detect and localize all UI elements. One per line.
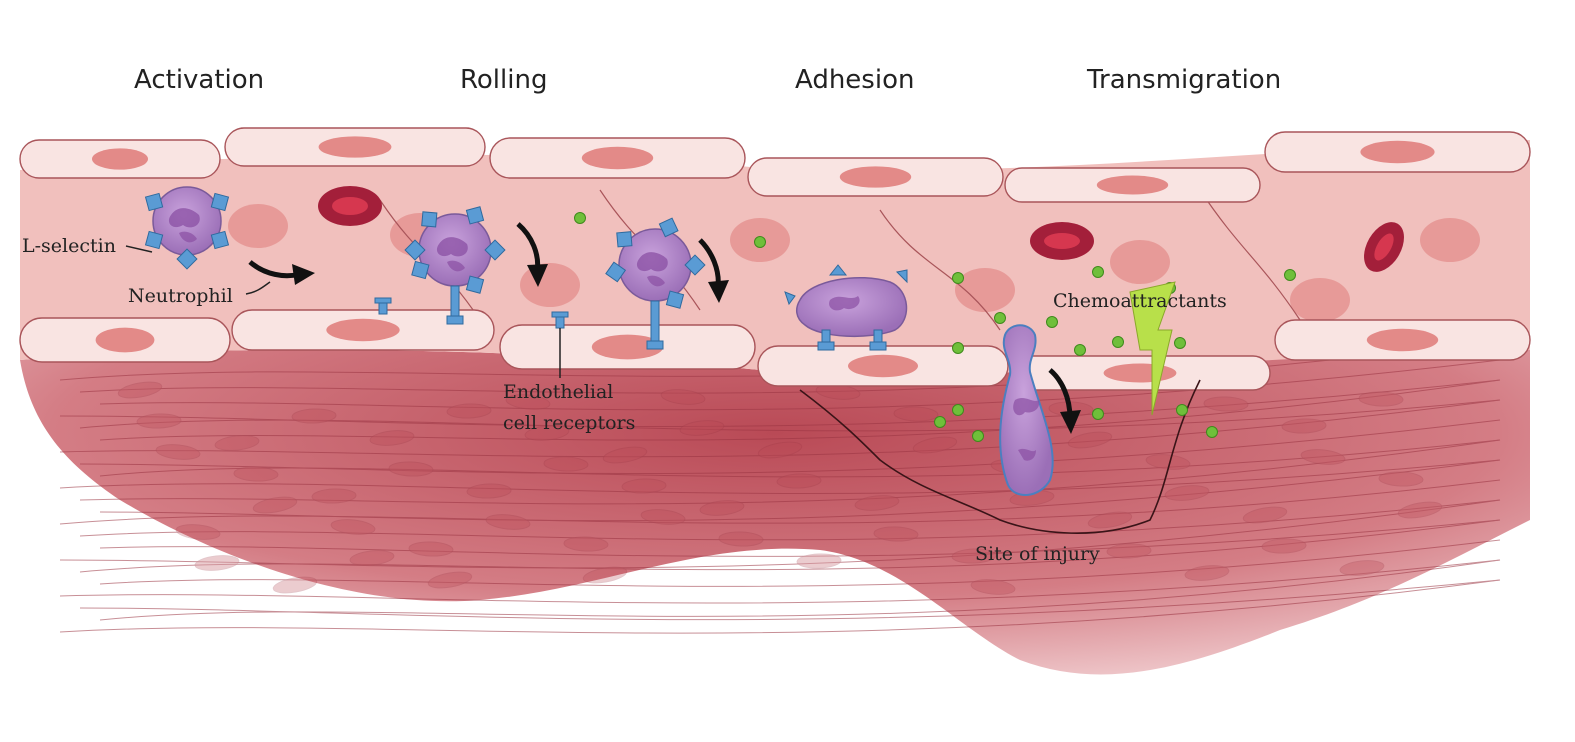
chemoattractant-dot — [973, 431, 984, 442]
endothelial-receptors-label-line2: cell receptors — [503, 412, 635, 434]
chemoattractant-dot — [995, 313, 1006, 324]
endothelial-nucleus — [319, 136, 392, 157]
chemoattractant-dot — [935, 417, 946, 428]
endothelial-receptors-label-line1: Endothelial — [503, 381, 613, 403]
endothelial-nucleus — [520, 263, 580, 307]
l-selectin-receptor — [466, 207, 483, 224]
receptor-base — [447, 316, 463, 324]
stage-adhesion-label: Adhesion — [795, 65, 914, 95]
endothelial-nucleus — [1104, 363, 1177, 382]
chemoattractant-dot — [1113, 337, 1124, 348]
endothelial-nucleus — [955, 268, 1015, 312]
fade-right — [1380, 100, 1575, 720]
endothelial-nucleus — [1110, 240, 1170, 284]
l-selectin-receptor — [211, 193, 228, 210]
endothelial-nucleus — [228, 204, 288, 248]
red-blood-cell — [318, 186, 382, 226]
endothelial-nucleus — [582, 147, 653, 169]
chemoattractant-dot — [1093, 267, 1104, 278]
l-selectin-receptor — [617, 232, 632, 247]
muscle-nucleus — [194, 554, 239, 573]
chemoattractant-dot — [1177, 405, 1188, 416]
chemoattractant-dot — [1207, 427, 1218, 438]
chemoattractant-dot — [1047, 317, 1058, 328]
l-selectin-receptor — [412, 261, 429, 278]
l-selectin-label: L-selectin — [22, 235, 116, 257]
chemoattractant-dot — [1175, 338, 1186, 349]
endothelial-nucleus — [326, 319, 399, 341]
muscle-nucleus — [797, 553, 841, 569]
site-of-injury-label: Site of injury — [975, 543, 1100, 565]
receptor-base — [647, 341, 663, 349]
chemoattractant-dot — [1075, 345, 1086, 356]
chemoattractants-label: Chemoattractants — [1053, 290, 1227, 312]
l-selectin-receptor — [211, 231, 228, 248]
chemoattractant-dot — [1285, 270, 1296, 281]
neutrophil-label: Neutrophil — [128, 285, 233, 307]
l-selectin-receptor — [666, 291, 683, 308]
chemoattractant-dot — [1093, 409, 1104, 420]
stage-activation-label: Activation — [134, 65, 264, 95]
stage-rolling-label: Rolling — [460, 65, 547, 95]
chemoattractant-dot — [755, 237, 766, 248]
red-blood-cell — [1030, 222, 1094, 260]
endothelial-nucleus — [840, 166, 911, 187]
chemoattractant-dot — [953, 343, 964, 354]
chemoattractant-dot — [575, 213, 586, 224]
l-selectin-receptor — [422, 212, 437, 227]
endothelial-nucleus — [1290, 278, 1350, 322]
chemoattractant-dot — [953, 273, 964, 284]
stage-transmigration-label: Transmigration — [1086, 65, 1281, 95]
muscle-nucleus — [272, 574, 318, 595]
endothelial-nucleus — [848, 355, 918, 377]
chemoattractant-dot — [953, 405, 964, 416]
l-selectin-receptor — [466, 276, 483, 293]
endothelial-nucleus — [1097, 175, 1168, 194]
